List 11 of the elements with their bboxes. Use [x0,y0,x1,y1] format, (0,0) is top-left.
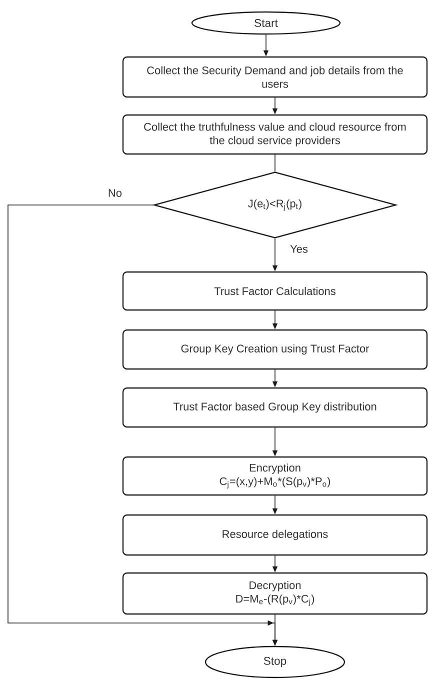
process-box: Collect the Security Demand and job details from the users [122,56,428,98]
process-box: Group Key Creation using Trust Factor [122,329,428,370]
edge-label: Yes [289,244,309,254]
connector-line [274,154,276,172]
edge-label: No [106,188,124,198]
process-box: Trust Factor based Group Key distribution [122,387,428,428]
process-box: Encryption C$_{j}$=(x,y)+M$_{o}$*(S(p$_{v}$)*P$_{o}$) [122,456,428,496]
process-box: Resource delegations [122,514,428,556]
process-box: Trust Factor Calculations [122,271,428,311]
process-box: Collect the truthfulness value and cloud resource from the cloud service providers [122,114,428,155]
process-box: Decryption D=M$_{e}$-(R(p$_{v}$)*C$_{j}$) [122,572,428,615]
